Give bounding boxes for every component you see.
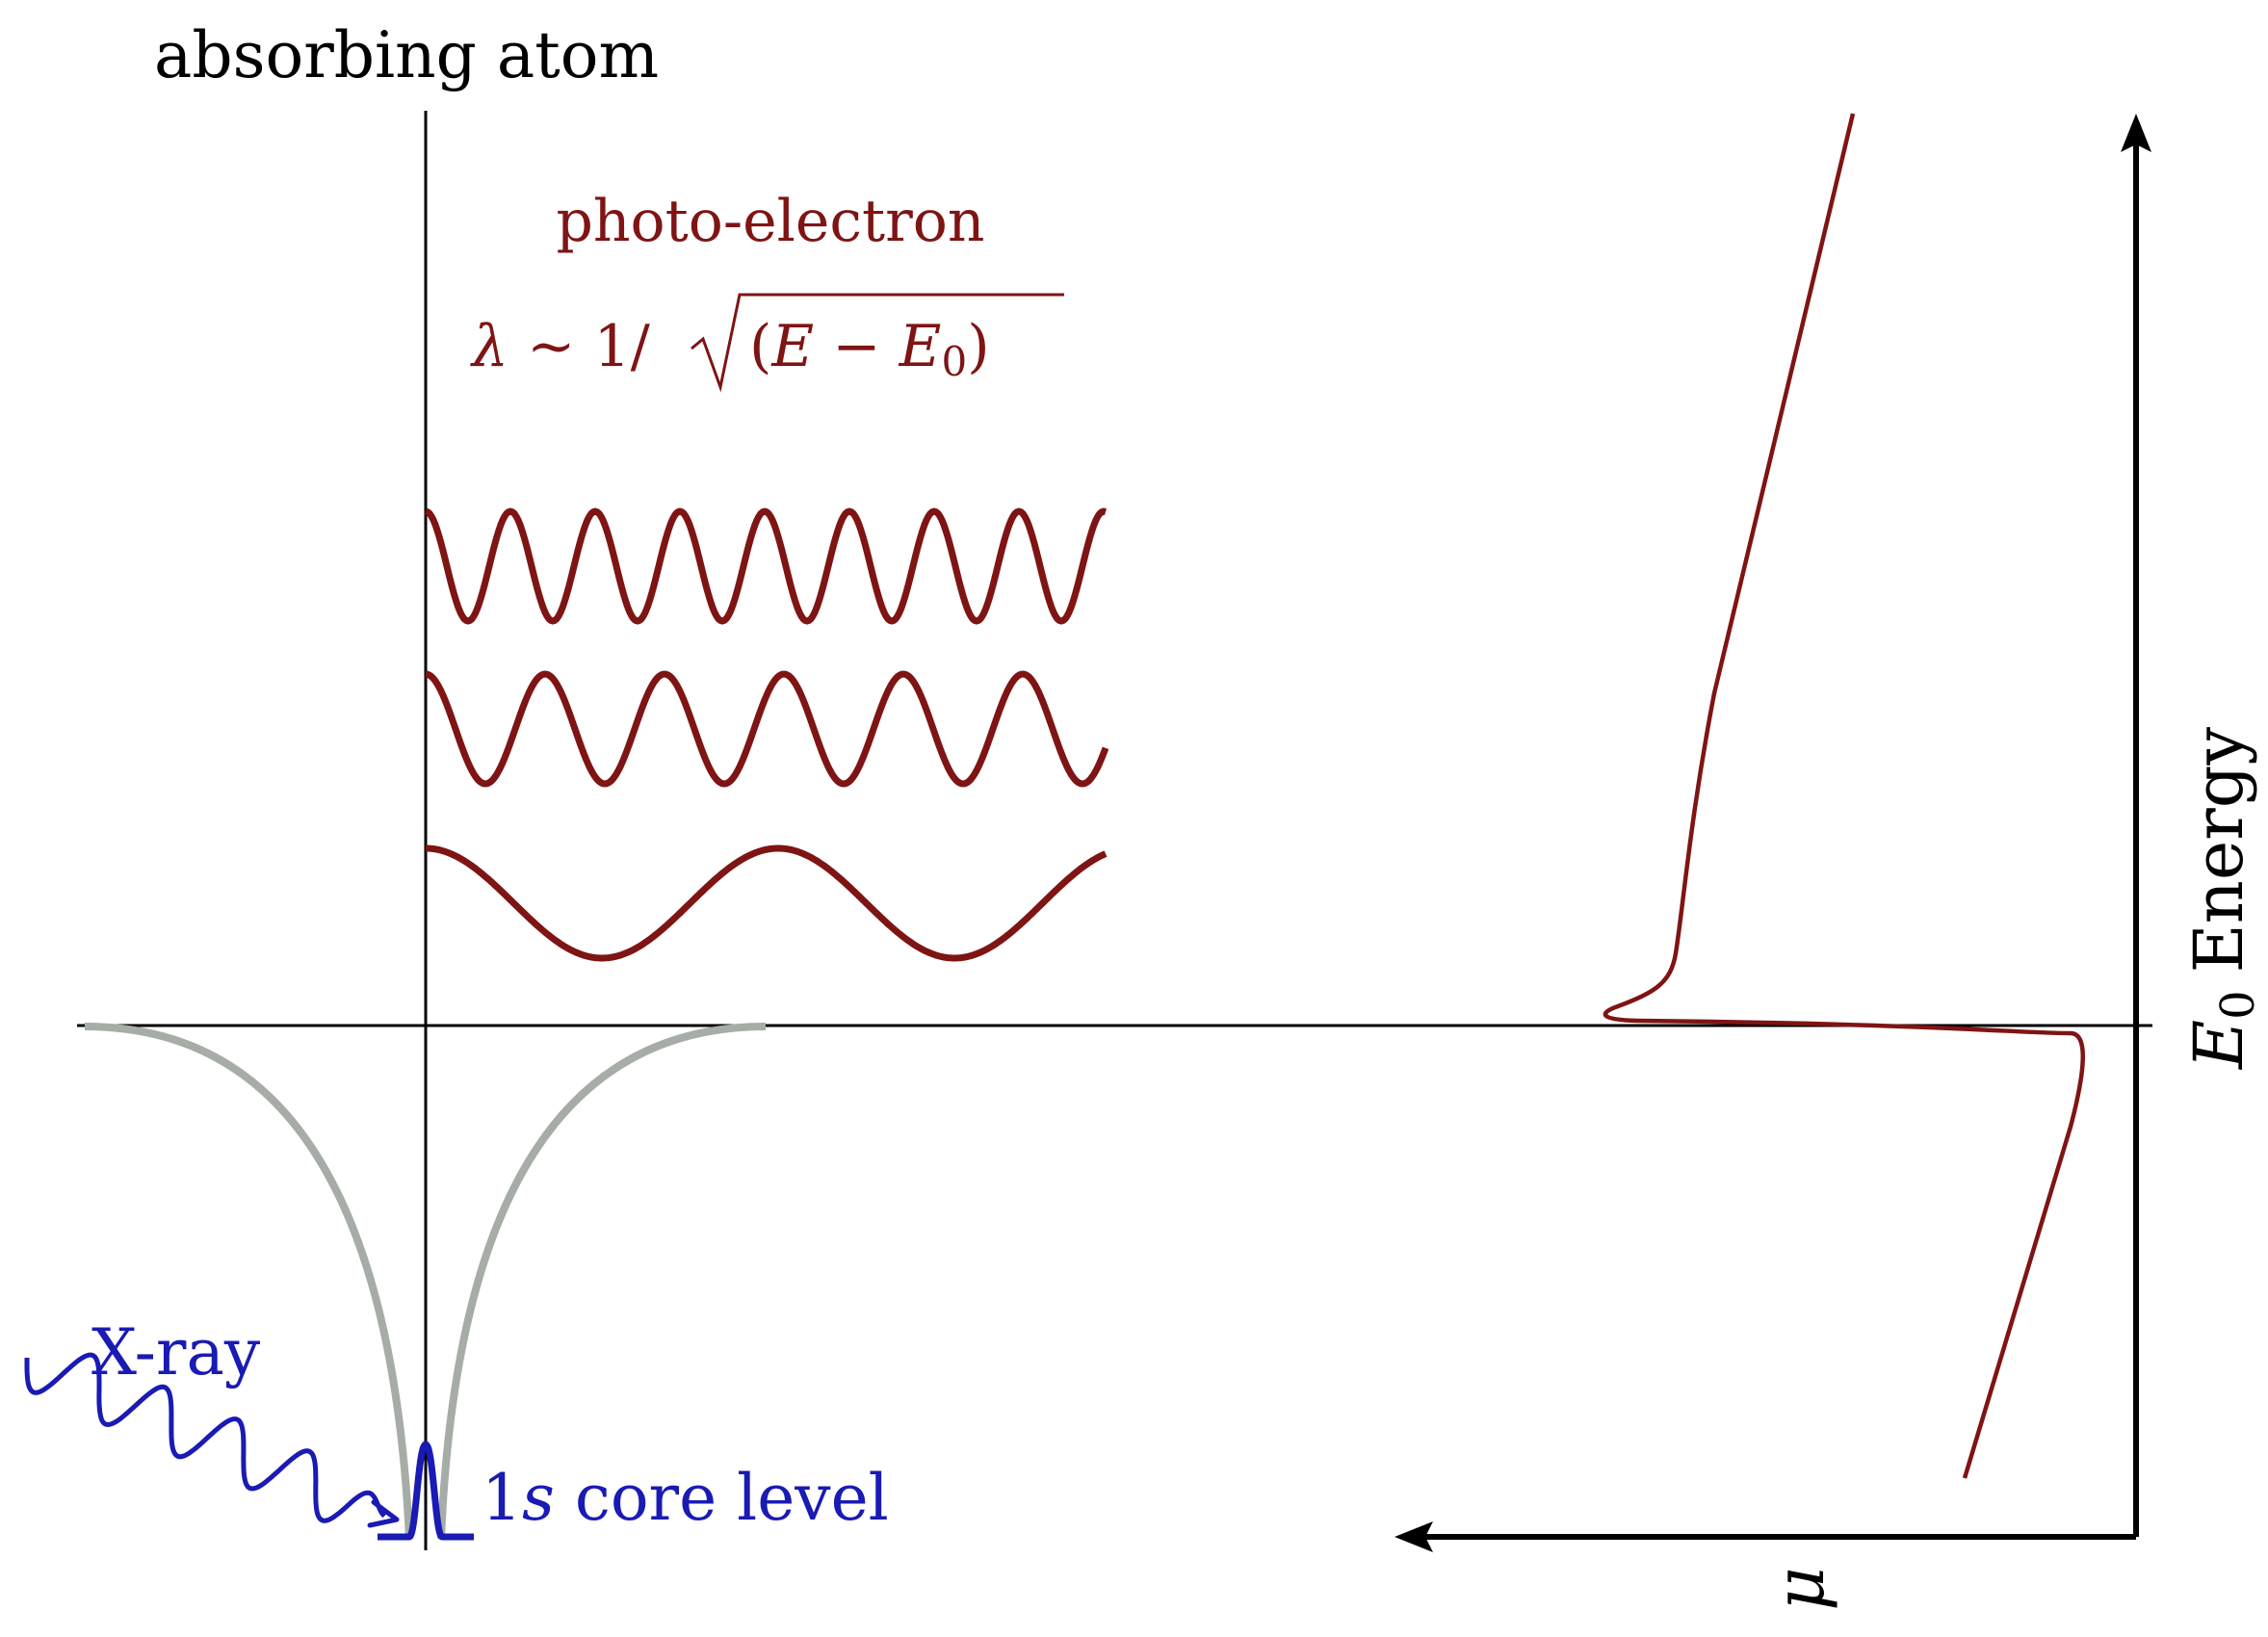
paren-open: ( <box>749 313 771 380</box>
axis-e0-subscript: 0 <box>2211 990 2265 1020</box>
absorption-spectrum-curve <box>1603 113 2085 1479</box>
wave-short-wavelength <box>424 507 1108 625</box>
arrow-left-icon <box>1395 1521 1433 1552</box>
paren-close: ) <box>967 313 989 380</box>
core-level-peak <box>378 1441 474 1541</box>
energy-axis-label: E0 Energy <box>2179 726 2265 1071</box>
xray-wave <box>24 1352 386 1523</box>
core-level-rest: core level <box>555 1461 889 1535</box>
energy-E: E <box>770 313 814 380</box>
e0-base: E <box>899 313 942 380</box>
minus-sign: − <box>814 313 899 380</box>
arrow-up-icon <box>2121 114 2151 152</box>
axis-energy-word: Energy <box>2179 726 2258 973</box>
wavelength-formula: λ ~ 1/ (E − E0) <box>470 293 1064 393</box>
xray-label: X-ray <box>91 1315 261 1390</box>
svg-text:λ ~ 1/: λ ~ 1/ <box>470 313 651 380</box>
mu-axis-label: μ <box>1760 1567 1839 1611</box>
arrow-right-icon <box>367 1499 400 1528</box>
core-level-s: s <box>522 1461 555 1535</box>
absorbing-atom-title: absorbing atom <box>154 18 659 92</box>
wave-long-wavelength <box>426 844 1108 962</box>
sim-one-over: ~ 1/ <box>508 313 651 380</box>
lambda-symbol: λ <box>470 313 508 380</box>
e0-subscript: 0 <box>941 338 967 385</box>
photo-electron-label: photo-electron <box>556 188 984 255</box>
wave-medium-wavelength <box>425 670 1109 788</box>
svg-text:(E − E0): (E − E0) <box>749 313 990 385</box>
potential-well <box>84 1023 767 1540</box>
photo-electron-waves <box>424 507 1109 962</box>
axis-e0-base: E <box>2179 1020 2258 1071</box>
core-level-one: 1 <box>482 1461 522 1535</box>
sqrt-sign-icon <box>691 293 1064 393</box>
core-level-label: 1s core level <box>482 1461 889 1535</box>
